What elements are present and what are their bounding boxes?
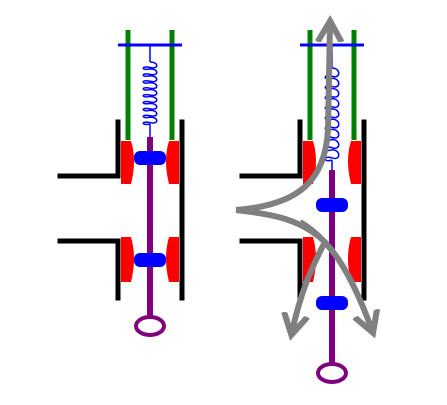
flow-arrow-branch [235,207,320,239]
piston-disk-1 [134,151,166,165]
valve-open [239,30,367,301]
flow-arrows [235,24,372,332]
flow-arrow-up [235,24,330,213]
seat-upper-left [121,141,134,184]
seat-upper-right [348,141,361,184]
stem-assembly-closed [134,45,166,337]
flow-arrow-down-left [292,238,329,332]
stem-handle-ring [316,362,348,384]
seat-lower-right [348,237,361,282]
stem-handle-ring [134,315,166,337]
piston-disk-2 [134,253,166,267]
spring-coil [142,61,158,126]
inlet-pipe-bottom-wall [239,238,303,301]
piston-disk-1 [316,198,348,212]
spring-coil [324,67,340,162]
seat-upper-right [166,141,179,184]
seat-lower-left [121,237,134,282]
stem-assembly-open [316,45,348,384]
inlet-pipe-top-wall [239,119,303,179]
inlet-pipe-top-wall [57,119,121,179]
inlet-pipe-bottom-wall [57,238,121,301]
piston-disk-2 [316,296,348,310]
seat-lower-right [166,237,179,282]
